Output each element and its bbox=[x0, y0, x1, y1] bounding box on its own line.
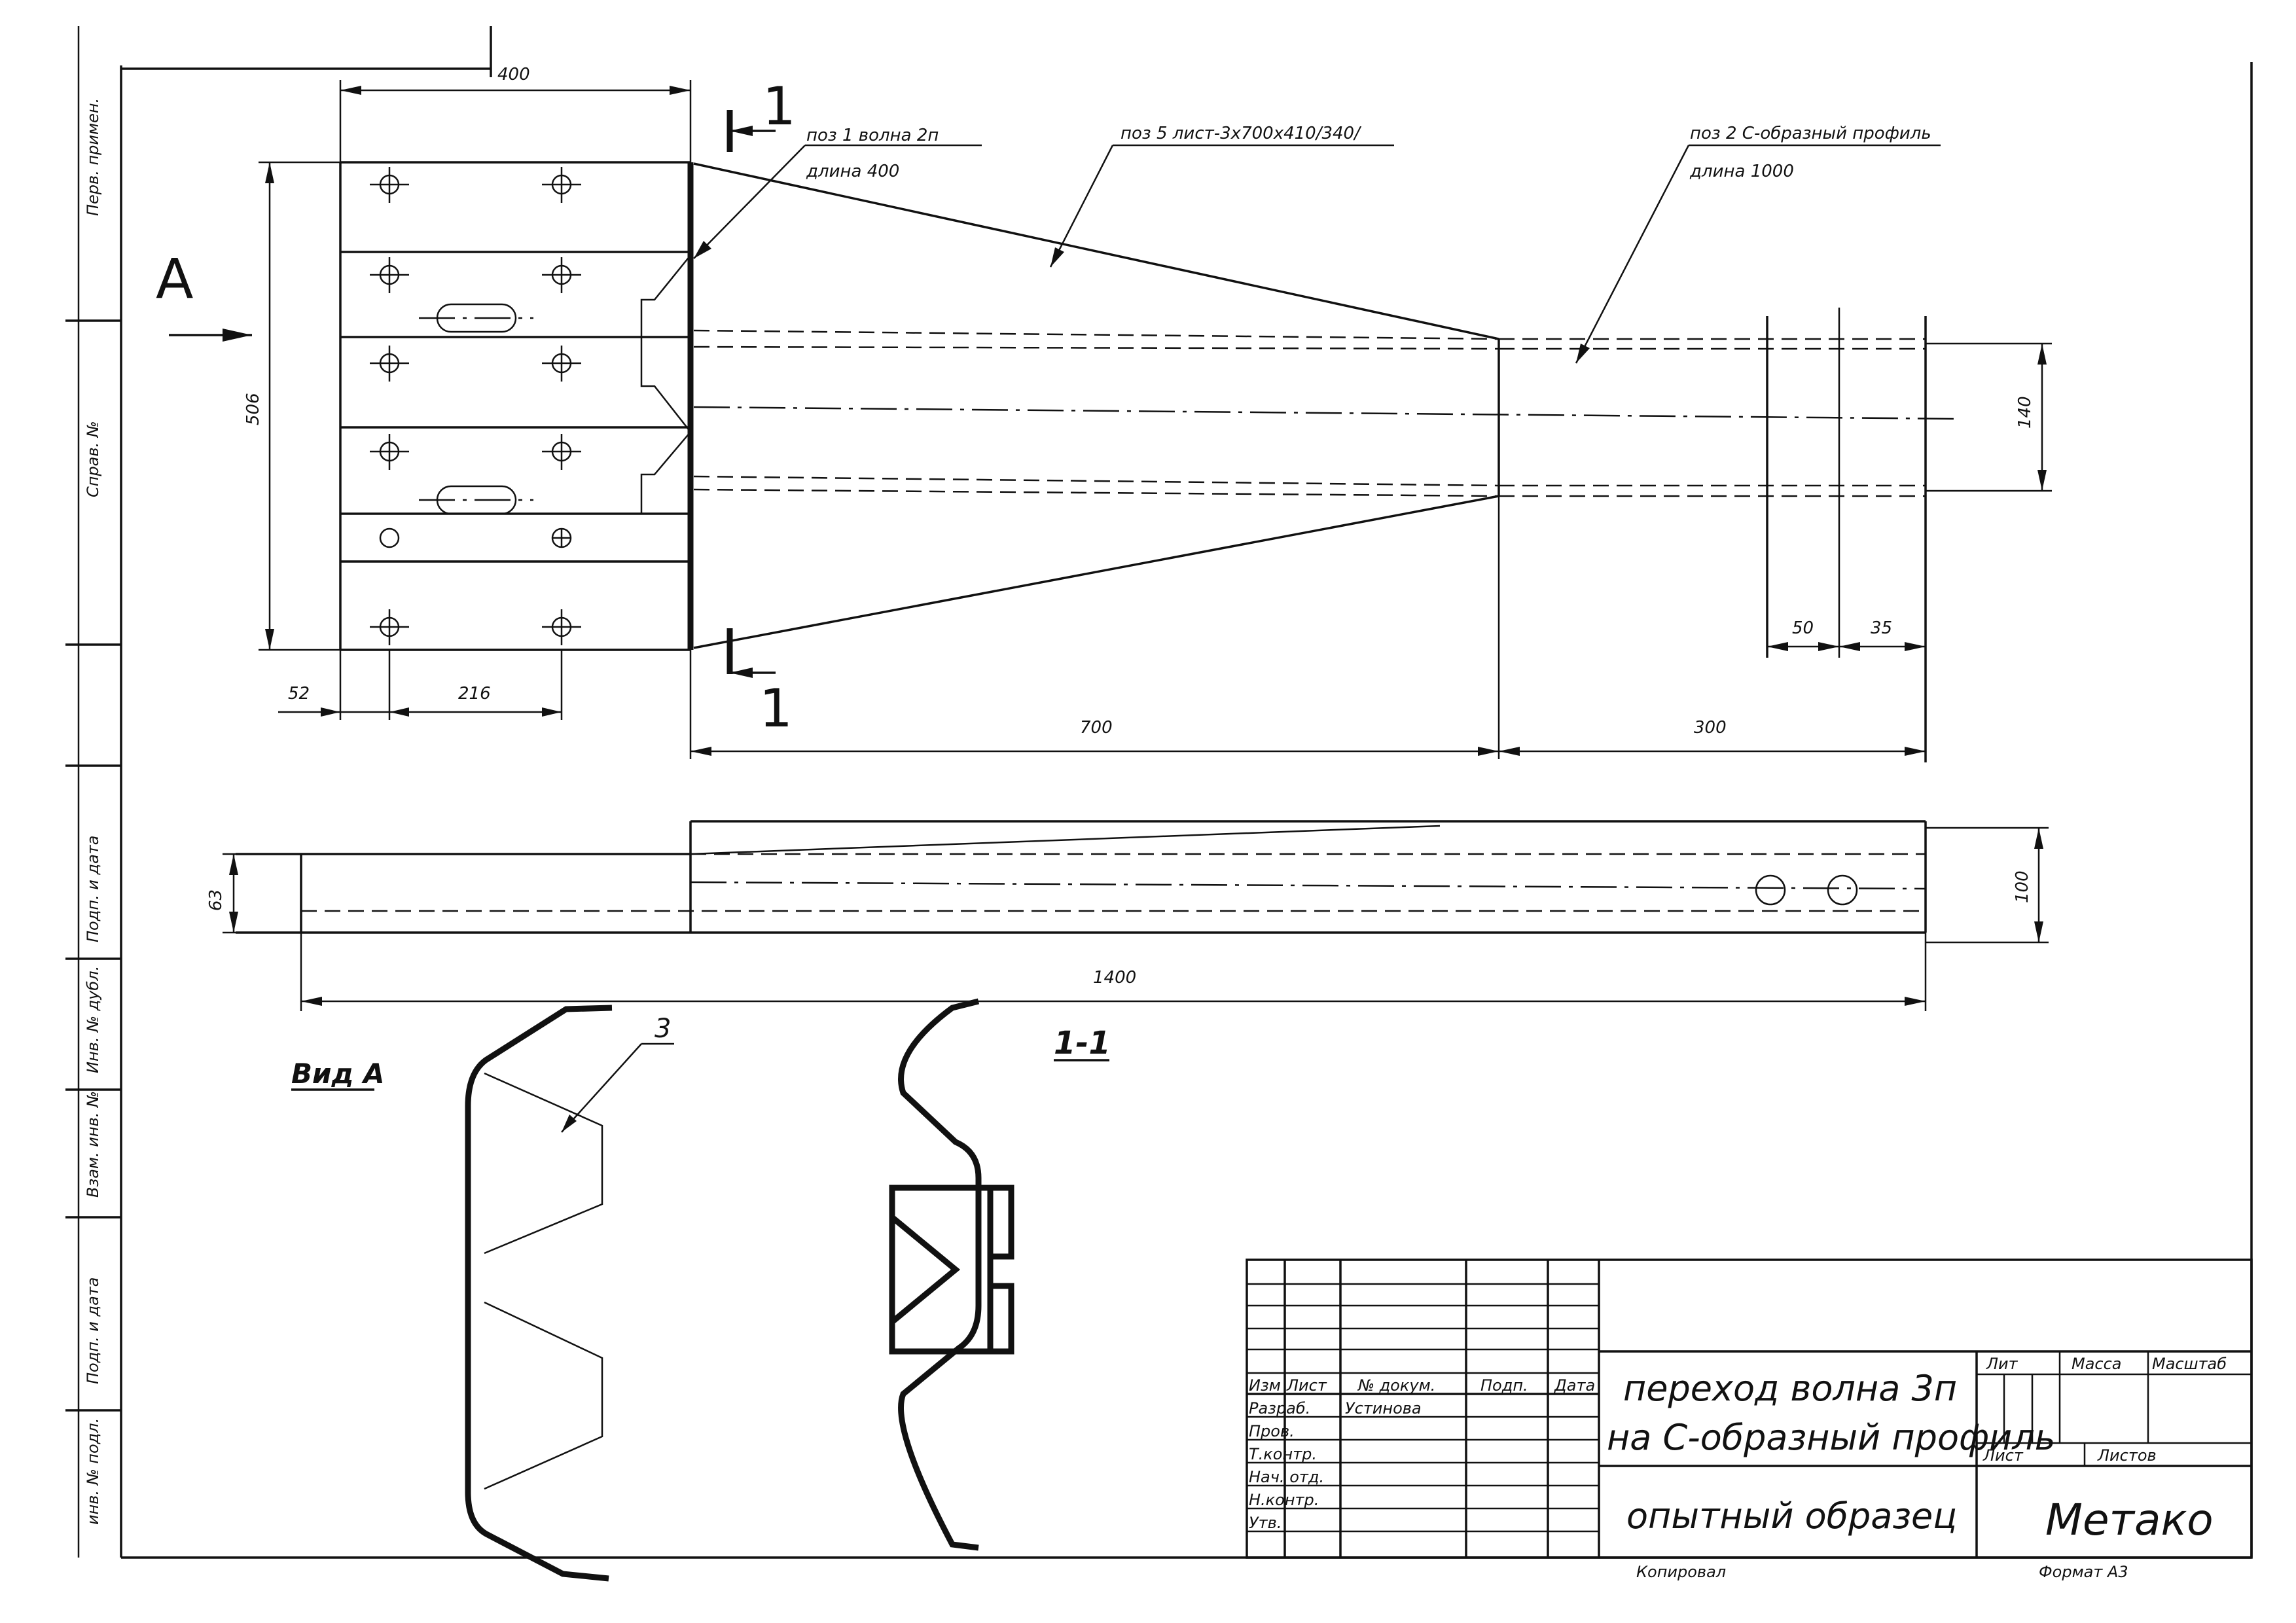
side-dimensions: 63 100 1400 bbox=[206, 827, 2049, 1011]
dim-100: 100 bbox=[2013, 870, 2032, 903]
side-elevation bbox=[236, 820, 1927, 934]
view-a-title: Вид А bbox=[291, 1058, 385, 1090]
drawing-title-line2: на С-образный профиль bbox=[1607, 1417, 2056, 1458]
title-block: Изм Лист № докум. Подп. Дата Разраб. Уст… bbox=[1246, 1258, 2253, 1581]
row-utv-label: Утв. bbox=[1249, 1514, 1282, 1532]
label-sheets: Листов bbox=[2097, 1446, 2157, 1465]
dim-216: 216 bbox=[458, 684, 491, 704]
plan-view bbox=[339, 161, 1958, 762]
margin-stamps: инв. № подл. Подп. и дата Взам. инв. № И… bbox=[84, 98, 102, 1525]
stamp-podp-data-1: Подп. и дата bbox=[84, 1277, 102, 1385]
row-razrab-label: Разраб. bbox=[1249, 1399, 1310, 1418]
dim-1400: 1400 bbox=[1093, 968, 1136, 988]
stamp-vzam-inv: Взам. инв. № bbox=[84, 1091, 102, 1198]
stamp-inv-podl: инв. № подл. bbox=[84, 1418, 102, 1525]
leader-callouts: поз 1 волна 2п длина 400 поз 5 лист-3х70… bbox=[693, 124, 1941, 364]
plate-top-edge bbox=[693, 162, 1499, 340]
header-podp: Подп. bbox=[1480, 1376, 1528, 1395]
label-mass: Масса bbox=[2072, 1355, 2122, 1373]
row-nkontr-label: Н.контр. bbox=[1249, 1491, 1319, 1509]
dim-52: 52 bbox=[288, 684, 310, 704]
company-name: Метако bbox=[2045, 1495, 2214, 1545]
dim-63: 63 bbox=[206, 889, 226, 911]
dim-506: 506 bbox=[243, 393, 263, 425]
dim-35: 35 bbox=[1871, 618, 1892, 638]
label-copied: Копировал bbox=[1636, 1563, 1726, 1581]
stamp-sprav: Справ. № bbox=[84, 421, 102, 497]
callout-pos1-line1: поз 1 волна 2п bbox=[806, 126, 939, 145]
stamp-inv-dubl: Инв. № дубл. bbox=[84, 966, 102, 1073]
callout-pos1-line2: длина 400 bbox=[806, 162, 899, 181]
header-izm: Изм bbox=[1249, 1376, 1281, 1395]
section-cut-marks: 1 1 bbox=[726, 76, 796, 739]
view-arrow-letter: А bbox=[156, 247, 193, 311]
view-a-wave-profile bbox=[465, 1005, 613, 1582]
drawing-subtitle: опытный образец bbox=[1626, 1495, 1957, 1537]
row-prov-label: Пров. bbox=[1249, 1422, 1295, 1440]
plan-dimensions: 400 506 52 216 700 300 bbox=[121, 26, 2052, 759]
plate-bottom-edge bbox=[693, 495, 1499, 649]
label-format: Формат А3 bbox=[2039, 1563, 2128, 1581]
header-doc: № докум. bbox=[1357, 1376, 1435, 1395]
row-nachotd-label: Нач. отд. bbox=[1249, 1468, 1324, 1486]
label-sheet: Лист bbox=[1982, 1446, 2024, 1465]
callout-pos2-line2: длина 1000 bbox=[1689, 162, 1794, 181]
view-a-arrow: А bbox=[156, 247, 252, 342]
row-tkontr-label: Т.контр. bbox=[1249, 1445, 1317, 1463]
section-1-1-title: 1-1 bbox=[1054, 1025, 1111, 1061]
item-3-label: 3 bbox=[655, 1014, 671, 1044]
callout-pos2-line1: поз 2 С-образный профиль bbox=[1690, 124, 1931, 143]
callout-pos5: поз 5 лист-3х700х410/340/ bbox=[1121, 124, 1362, 143]
row-razrab-name: Устинова bbox=[1345, 1399, 1422, 1418]
view-a: Вид А 3 bbox=[291, 1005, 674, 1582]
label-lit: Лит bbox=[1986, 1355, 2018, 1373]
center-line bbox=[693, 406, 1958, 420]
sheet-frame bbox=[65, 26, 2253, 1559]
dim-700: 700 bbox=[1080, 718, 1113, 738]
stamp-perv-primen: Перв. примен. bbox=[84, 98, 102, 216]
dim-400: 400 bbox=[497, 65, 530, 84]
dim-300: 300 bbox=[1694, 718, 1727, 738]
drawing-title-line1: переход волна 3п bbox=[1623, 1368, 1957, 1409]
c-profile-box bbox=[889, 1185, 994, 1355]
bolt-holes bbox=[370, 167, 581, 645]
header-list: Лист bbox=[1286, 1376, 1327, 1395]
section-1-1: 1-1 bbox=[889, 998, 1111, 1551]
dim-50: 50 bbox=[1792, 618, 1814, 638]
header-data: Дата bbox=[1554, 1376, 1595, 1395]
label-scale: Масштаб bbox=[2152, 1355, 2227, 1373]
dim-140: 140 bbox=[2015, 396, 2035, 429]
section-mark-top: 1 bbox=[762, 76, 796, 137]
stamp-podp-data-2: Подп. и дата bbox=[84, 836, 102, 943]
section-wave-profile bbox=[898, 998, 982, 1551]
section-mark-bottom: 1 bbox=[759, 678, 793, 739]
